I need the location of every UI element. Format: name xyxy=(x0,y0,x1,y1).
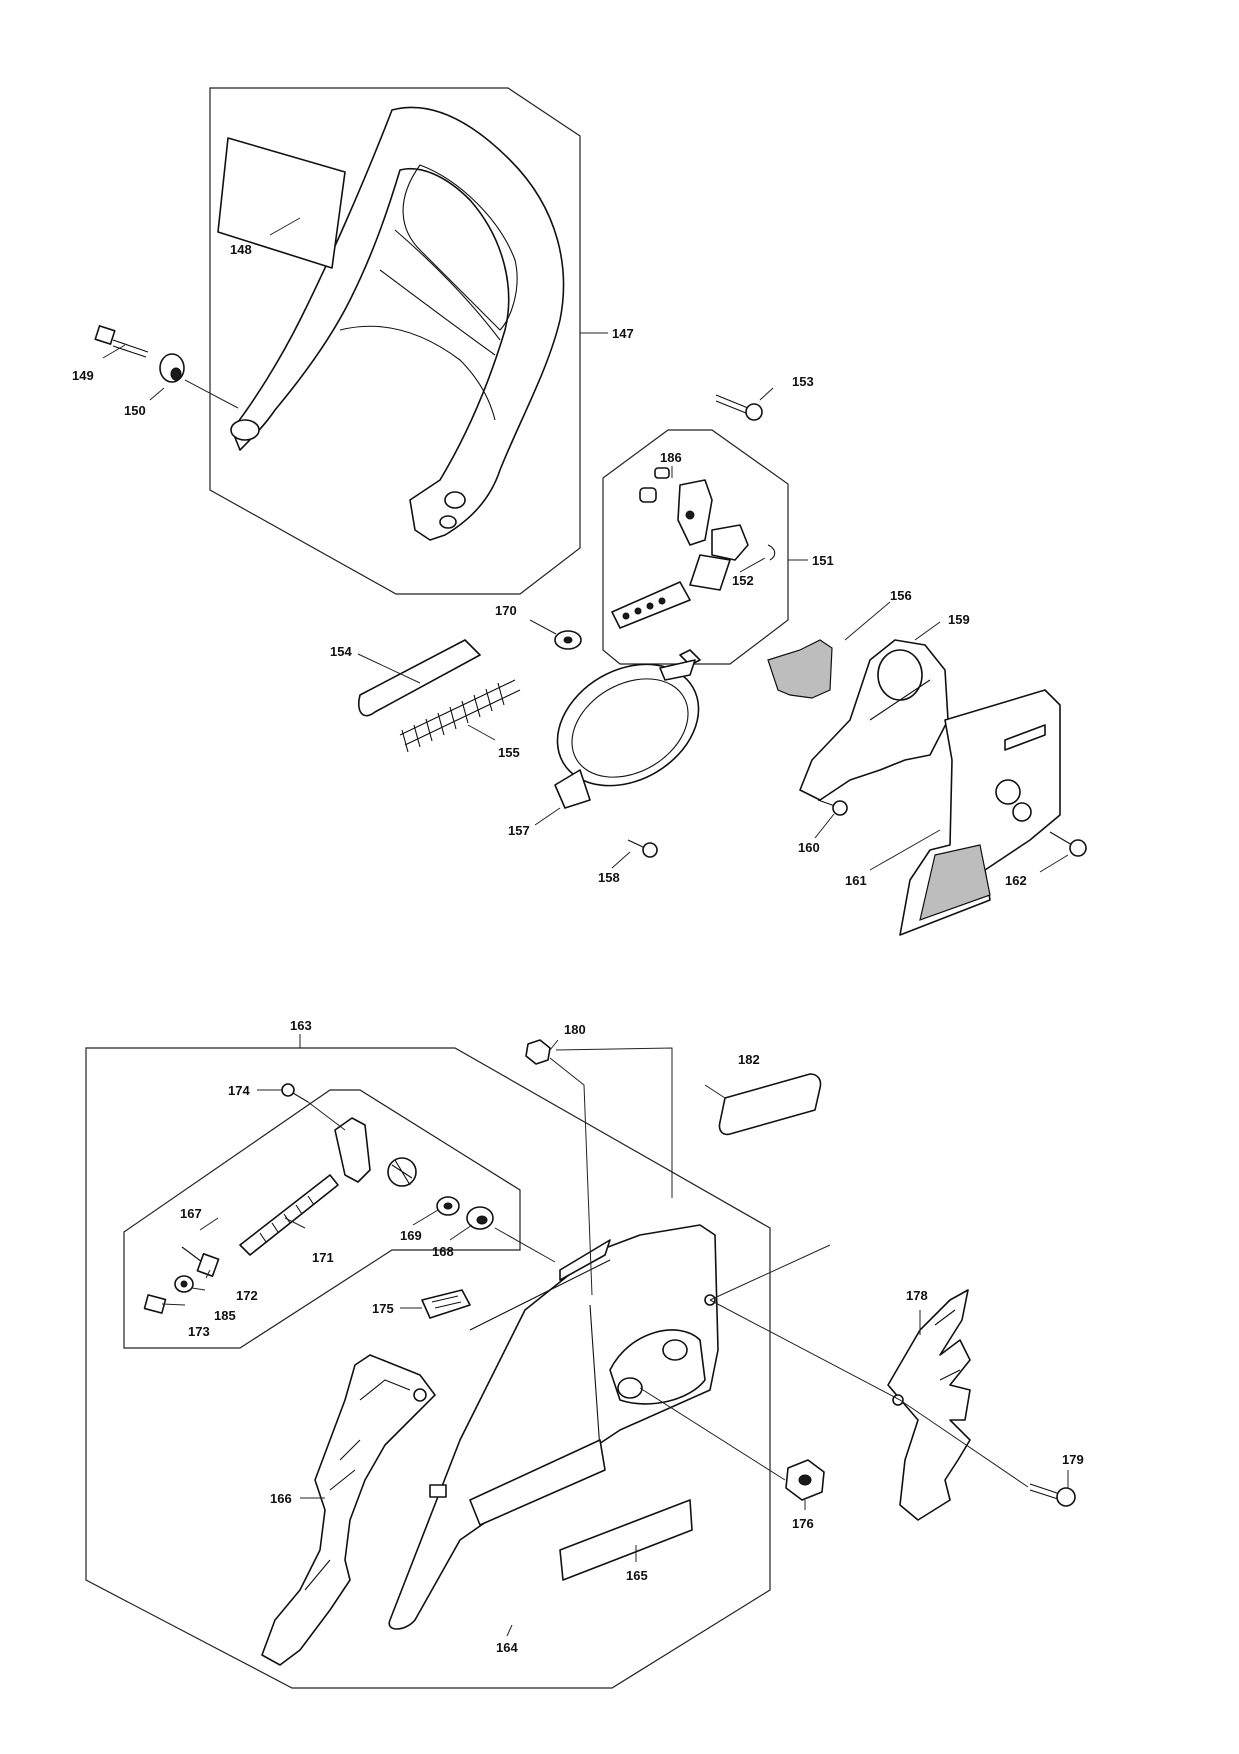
callout-165: 165 xyxy=(626,1568,648,1583)
spring-155 xyxy=(399,679,521,753)
label-165 xyxy=(559,1499,693,1581)
bottom-assembly xyxy=(85,1034,1076,1689)
nut-180 xyxy=(525,1039,551,1065)
tensioner xyxy=(239,1117,417,1256)
callout-158: 158 xyxy=(598,870,620,885)
washer-170 xyxy=(554,630,582,650)
callout-185: 185 xyxy=(214,1308,236,1323)
frame-167 xyxy=(123,1089,521,1349)
callout-179: 179 xyxy=(1062,1452,1084,1467)
callout-157: 157 xyxy=(508,823,530,838)
callout-168: 168 xyxy=(432,1244,454,1259)
top-assembly xyxy=(94,87,1087,936)
nut-168 xyxy=(466,1206,494,1230)
chain-catcher-178 xyxy=(887,1289,971,1521)
brake-linkage xyxy=(611,467,776,666)
callout-149: 149 xyxy=(72,368,94,383)
top-leaders xyxy=(102,217,1069,873)
callout-162: 162 xyxy=(1005,873,1027,888)
chain-cover-164 xyxy=(388,1224,719,1630)
bracket-159 xyxy=(799,639,949,801)
collar-150 xyxy=(159,353,185,383)
callout-171: 171 xyxy=(312,1250,334,1265)
washer-169 xyxy=(436,1196,460,1216)
pin-172 xyxy=(181,1246,220,1277)
nut-176 xyxy=(785,1459,825,1501)
clip-175 xyxy=(421,1289,471,1319)
callout-156: 156 xyxy=(890,588,912,603)
brake-band-157 xyxy=(554,659,700,809)
screw-162 xyxy=(1049,831,1087,857)
screw-174 xyxy=(281,1083,309,1103)
callout-180: 180 xyxy=(564,1022,586,1037)
handle-166 xyxy=(261,1354,436,1666)
callout-155: 155 xyxy=(498,745,520,760)
nut-173 xyxy=(143,1294,167,1314)
foam-156 xyxy=(767,639,833,699)
screw-179 xyxy=(1029,1483,1076,1507)
hand-guard xyxy=(230,106,565,541)
screw-160 xyxy=(817,799,848,816)
bottom-leaders xyxy=(161,1034,1069,1637)
callout-167: 167 xyxy=(180,1206,202,1221)
screw-158 xyxy=(627,839,658,858)
frame-151 xyxy=(602,429,789,665)
callout-173: 173 xyxy=(188,1324,210,1339)
callout-182: 182 xyxy=(738,1052,760,1067)
callout-154: 154 xyxy=(330,644,352,659)
callout-174: 174 xyxy=(228,1083,250,1098)
callout-153: 153 xyxy=(792,374,814,389)
washer-185 xyxy=(174,1275,194,1293)
callout-178: 178 xyxy=(906,1288,928,1303)
callout-160: 160 xyxy=(798,840,820,855)
callout-170: 170 xyxy=(495,603,517,618)
screw-153 xyxy=(715,394,763,421)
callout-161: 161 xyxy=(845,873,867,888)
callout-150: 150 xyxy=(124,403,146,418)
callout-148: 148 xyxy=(230,242,252,257)
callout-151: 151 xyxy=(812,553,834,568)
callout-163: 163 xyxy=(290,1018,312,1033)
callout-176: 176 xyxy=(792,1516,814,1531)
frame-163 xyxy=(85,1047,771,1689)
callout-175: 175 xyxy=(372,1301,394,1316)
callout-labels: 147 148 149 150 151 152 153 154 155 156 … xyxy=(72,242,1084,1655)
callout-186: 186 xyxy=(660,450,682,465)
bolt-149 xyxy=(94,325,149,358)
callout-159: 159 xyxy=(948,612,970,627)
callout-152: 152 xyxy=(732,573,754,588)
callout-166: 166 xyxy=(270,1491,292,1506)
callout-169: 169 xyxy=(400,1228,422,1243)
callout-147: 147 xyxy=(612,326,634,341)
callout-164: 164 xyxy=(496,1640,518,1655)
frame-147 xyxy=(209,87,581,595)
label-plate-148 xyxy=(217,137,346,269)
decal-182 xyxy=(718,1073,822,1136)
sleeve-154 xyxy=(358,639,481,717)
cover-plate-161 xyxy=(899,689,1061,936)
callout-172: 172 xyxy=(236,1288,258,1303)
